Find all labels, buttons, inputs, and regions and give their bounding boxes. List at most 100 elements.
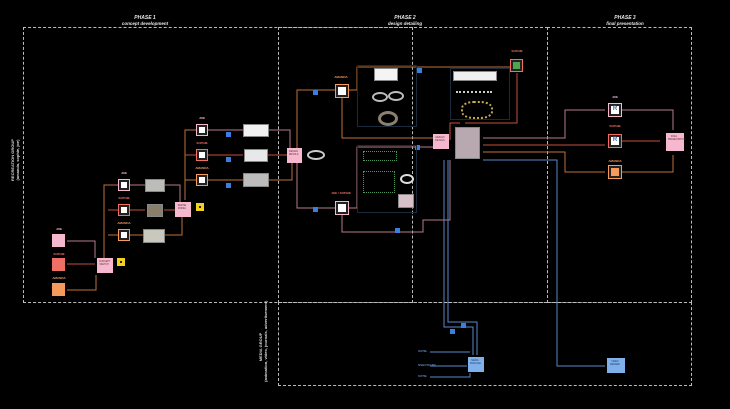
- sophie-revit[interactable]: R: [608, 134, 622, 148]
- revit-icon: R: [611, 137, 619, 145]
- amanda-sketchup[interactable]: [608, 165, 622, 179]
- video-render-node[interactable]: VIDEO RENDER: [607, 358, 625, 373]
- sketch-thumbnail-1: [145, 179, 165, 192]
- recreation-group-region: [23, 27, 413, 303]
- render-ring-2: [388, 91, 404, 101]
- concept-sketch-label: CONCEPT SKETCH: [99, 261, 111, 266]
- connector-8: [395, 228, 400, 233]
- ring-cluster: [461, 101, 493, 119]
- phase-3-label: PHASE 3: [614, 15, 636, 21]
- media-input-1: SOPHIE: [418, 351, 427, 353]
- wireframe-2: [363, 171, 395, 193]
- wire-p3-amanda: [483, 151, 605, 173]
- joe-start-swatch[interactable]: [52, 234, 65, 247]
- sophie-tool1[interactable]: [118, 204, 130, 216]
- sophie-start-swatch[interactable]: [52, 258, 65, 271]
- wireframe-1: [363, 151, 397, 161]
- rhino-icon: [199, 152, 205, 158]
- rhino-icon: [199, 177, 205, 183]
- refine-model-label: REFINE MODEL: [177, 205, 187, 210]
- wire-t6: [208, 162, 293, 181]
- render-ring-4: [400, 174, 414, 184]
- amanda-start-name: AMANDA: [52, 276, 66, 280]
- rhino-icon: [121, 182, 127, 188]
- rhino-icon: [121, 232, 127, 238]
- joe-tool1-name: JOE: [120, 171, 127, 175]
- connector-6: [417, 68, 422, 73]
- media-package-label: MEDIA PACKAGE: [470, 360, 481, 365]
- model-thumbnail-1: [243, 124, 269, 137]
- render-thumbnail-3: [453, 71, 497, 81]
- final-presentation-label: FINAL PRESENTATION: [668, 136, 686, 141]
- video-render-label: VIDEO RENDER: [610, 361, 620, 366]
- joe-start-name: JOE: [55, 227, 62, 231]
- amanda-tool3-name: AMANDA: [334, 75, 348, 79]
- render-ring-1: [372, 92, 388, 102]
- wire-p3-media: [483, 159, 605, 367]
- amanda-tool3[interactable]: [335, 84, 349, 98]
- amanda-start-swatch[interactable]: [52, 283, 65, 296]
- design-details-label: DESIGN DETAILS: [289, 151, 299, 156]
- amanda-tool4-name: AMANDA: [608, 159, 622, 163]
- joe-tool1[interactable]: [118, 179, 130, 191]
- joe-sophie-tool-name: JOE / SOPHIE: [331, 191, 351, 195]
- rhino-icon: [199, 127, 205, 133]
- media-input-2: SPEECHSOUND: [418, 365, 436, 367]
- sketch-thumbnail-2: [147, 204, 163, 217]
- phase-1-label: PHASE 1: [134, 15, 156, 21]
- joe-tool3[interactable]: [335, 201, 349, 215]
- render-thumbnail-1: [374, 68, 398, 81]
- design-merge-node[interactable]: DESIGN DETAILS: [433, 134, 449, 149]
- revit-icon: R: [611, 106, 619, 114]
- phase-1-subtitle: concept development: [121, 21, 169, 26]
- wire-design-loop: [341, 160, 451, 233]
- sophie-tool4-name: SOPHIE: [609, 124, 621, 128]
- sophie-render-panel: [450, 68, 510, 120]
- rhino-icon: [121, 207, 127, 213]
- wire-amanda-start: [67, 275, 97, 291]
- concept-sketch-node[interactable]: CONCEPT SKETCH: [97, 258, 113, 273]
- model-thumbnail-3: [243, 173, 269, 187]
- phase-1-title: PHASE 1 concept development: [110, 15, 180, 27]
- joe-tool2[interactable]: [196, 124, 208, 136]
- grasshopper-icon: [513, 62, 520, 69]
- ring-model-preview: [307, 150, 325, 160]
- sophie-tool3[interactable]: [510, 59, 523, 72]
- wire-amanda-down: [341, 97, 433, 139]
- final-presentation-node[interactable]: FINAL PRESENTATION: [666, 133, 686, 151]
- amanda-tool1-name: AMANDA: [117, 221, 131, 225]
- wire-thumb-refine1: [164, 184, 181, 203]
- amanda-tool1[interactable]: [118, 229, 130, 241]
- sophie-tool3-name: SOPHIE: [511, 49, 523, 53]
- media-package-node[interactable]: MEDIA PACKAGE: [468, 357, 484, 372]
- rhino-icon: [338, 87, 346, 95]
- refine-model-node[interactable]: REFINE MODEL: [175, 202, 191, 217]
- connector-10: [461, 323, 466, 328]
- joe-revit[interactable]: R: [608, 103, 622, 117]
- wire-p3-joe: [483, 109, 605, 139]
- phase-2-label: PHASE 2: [394, 15, 416, 21]
- connector-5: [313, 207, 318, 212]
- phase-3-title: PHASE 3 final presentation: [580, 15, 670, 27]
- wire-final-amanda: [622, 155, 674, 173]
- wire-media-2: [447, 160, 478, 355]
- phase-3-subtitle: final presentation: [606, 21, 644, 26]
- sketch-thumbnail-3: [143, 229, 165, 243]
- joe-tool2-name: JOE: [198, 116, 205, 120]
- phase-2-title: PHASE 2 design detailing: [370, 15, 440, 27]
- amanda-tool2[interactable]: [196, 174, 208, 186]
- wire-media-in3: [430, 373, 471, 378]
- wire-joe-start: [67, 240, 96, 258]
- wire-t4: [208, 129, 291, 148]
- render-thumbnail-2: [398, 194, 414, 208]
- connector-1: [226, 132, 231, 137]
- wire-refine-up: [184, 129, 196, 200]
- joe-render-panel: [357, 145, 417, 213]
- wire-media-1: [443, 160, 474, 355]
- pdf-icon: [196, 203, 204, 211]
- wire-design-down: [296, 162, 335, 209]
- sophie-tool2[interactable]: [196, 149, 208, 161]
- design-details-node[interactable]: DESIGN DETAILS: [287, 148, 302, 163]
- connector-9: [450, 329, 455, 334]
